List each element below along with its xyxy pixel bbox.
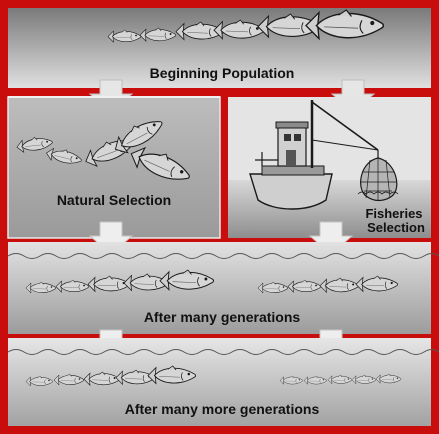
after-many-generations-label: After many generations	[144, 309, 301, 325]
natural-selection-panel: Natural Selection	[8, 97, 220, 238]
beginning-population-label: Beginning Population	[150, 65, 295, 81]
after-many-more-generations-label: After many more generations	[125, 401, 320, 417]
fisheries-selection-panel: Fisheries Selection	[228, 97, 431, 238]
natural-selection-label: Natural Selection	[57, 192, 171, 208]
beginning-population-panel: Beginning Population	[8, 8, 431, 88]
after-many-more-generations-panel: After many more generations	[8, 338, 439, 426]
fisheries-label-line1: Fisheries	[365, 206, 422, 221]
fisheries-label-line2: Selection	[367, 220, 425, 235]
after-many-generations-panel: After many generations	[8, 242, 439, 334]
